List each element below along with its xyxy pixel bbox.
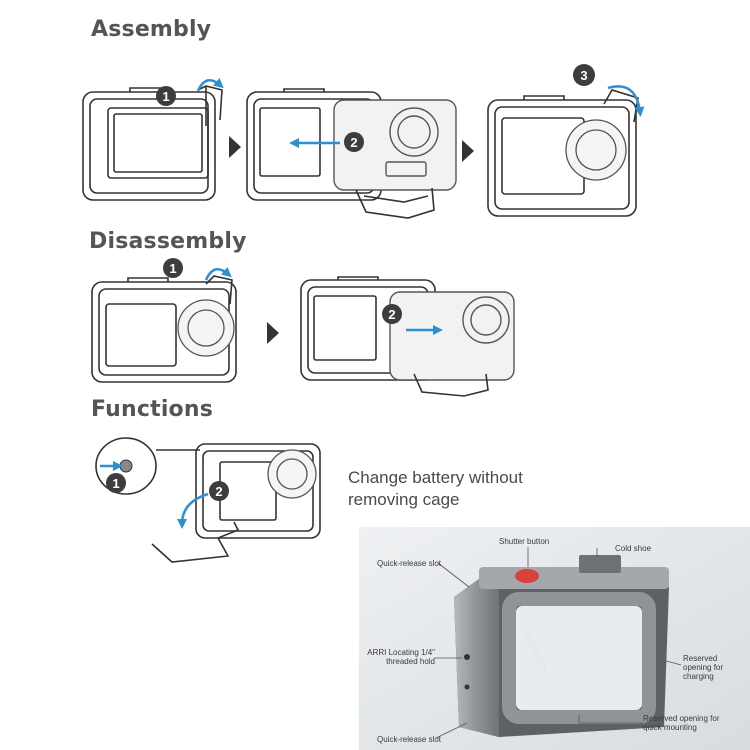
- triangle-right-icon: [229, 136, 241, 158]
- callout-mounting-line2: quick mounting: [643, 723, 697, 732]
- callout-arri-line2: threaded hold: [386, 657, 435, 666]
- heading-functions: Functions: [91, 397, 214, 422]
- shutter-button-icon: [515, 569, 539, 583]
- functions-battery-illustration: 1 2: [92, 424, 324, 574]
- callout-cold-shoe: Cold shoe: [615, 544, 652, 553]
- functions-caption-line2: removing cage: [348, 490, 460, 509]
- callout-arri-mount: ARRI Locating 1/4" threaded hold: [365, 648, 435, 666]
- callout-mounting-line1: Reserved opening for: [643, 714, 720, 723]
- disassembly-step2-illustration: 2: [298, 274, 522, 398]
- functions-caption: Change battery without removing cage: [348, 467, 523, 511]
- callout-charging-line2: opening for: [683, 663, 724, 672]
- step-number: 2: [215, 484, 222, 499]
- assembly-step2-illustration: 2: [244, 86, 464, 222]
- callout-charging-line1: Reserved: [683, 654, 718, 663]
- callout-quick-release-bottom: Quick-release slot: [377, 735, 442, 744]
- step-number: 1: [112, 476, 119, 491]
- triangle-right-icon: [462, 140, 474, 162]
- cage-photo-render: PGYTECH: [359, 527, 750, 750]
- cold-shoe-icon: [579, 555, 621, 573]
- callout-shutter-button: Shutter button: [499, 537, 550, 546]
- triangle-right-icon: [267, 322, 279, 344]
- step-number: 1: [169, 261, 176, 276]
- callout-quick-release-top: Quick-release slot: [377, 559, 442, 568]
- step-badge: [156, 86, 176, 106]
- assembly-step1-illustration: 1: [80, 78, 230, 208]
- disassembly-step1-illustration: 1: [88, 256, 248, 388]
- step-number: 2: [350, 135, 357, 150]
- callout-charging-opening: Reserved opening for charging: [683, 654, 723, 681]
- heading-disassembly: Disassembly: [89, 229, 247, 254]
- callout-charging-line3: charging: [683, 672, 714, 681]
- callout-quick-mounting-opening: Reserved opening for quick mounting: [643, 714, 720, 732]
- callout-arri-line1: ARRI Locating 1/4": [367, 648, 435, 657]
- step-number: 3: [580, 68, 587, 83]
- functions-caption-line1: Change battery without: [348, 468, 523, 487]
- assembly-step3-illustration: 3: [484, 62, 654, 222]
- step-number: 1: [162, 89, 169, 104]
- step-number: 2: [388, 307, 395, 322]
- product-photo: PGYTECH Shutter button Cold shoe Quick-r…: [359, 527, 750, 750]
- heading-assembly: Assembly: [91, 17, 212, 42]
